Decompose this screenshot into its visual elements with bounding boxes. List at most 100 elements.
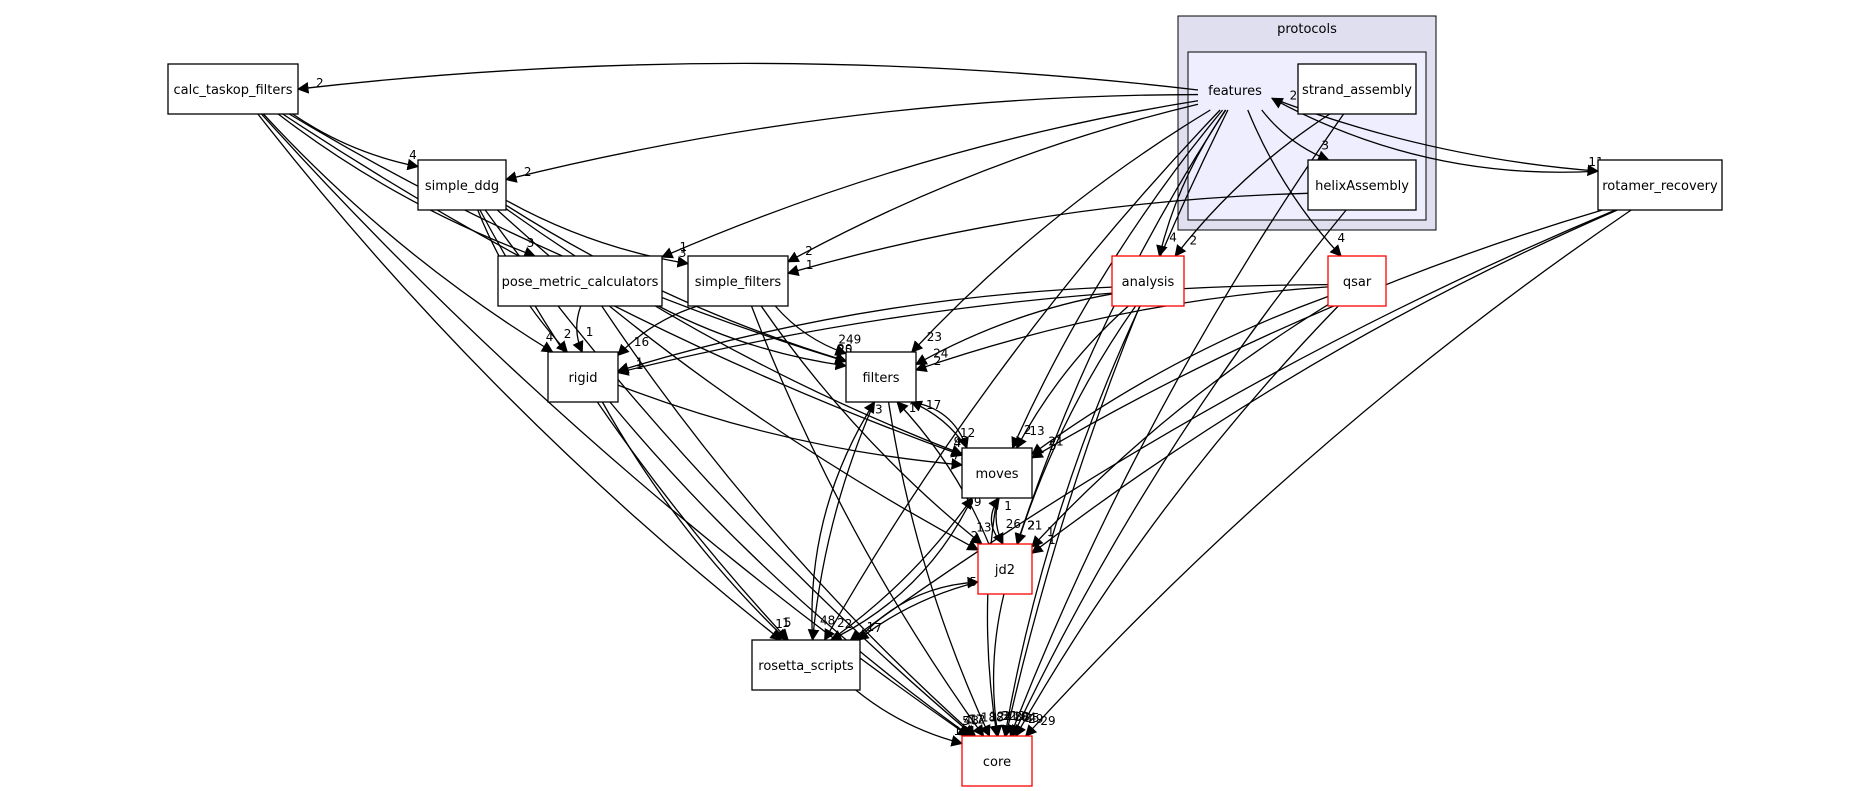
node-label-filters: filters [862,371,899,386]
node-calc_taskop_filters[interactable]: calc_taskop_filters [167,63,299,115]
edge-moves-to-core [986,497,1002,738]
node-rotamer_recovery[interactable]: rotamer_recovery [1597,159,1723,211]
edge-label-pose_metric_calculators-to-rigid: 1 [586,325,594,339]
edge-rotamer_recovery-to-features [1270,97,1599,173]
edge-label-analysis-to-moves: 13 [1029,424,1044,438]
node-analysis[interactable]: analysis [1111,255,1185,307]
edge-features-to-calc_taskop_filters [296,62,1199,94]
edge-label-rotamer_recovery-to-rosetta_scripts: 1 [867,620,875,634]
edge-simple_ddg-to-simple_filters [505,199,690,268]
edge-pose_metric_calculators-to-filters [658,305,848,371]
edge-rosetta_scripts-to-filters [811,401,876,641]
node-label-features: features [1208,84,1262,99]
edge-label-qsar-to-rigid: 1 [636,358,644,372]
edge-label-rigid-to-rosetta_scripts: 1 [782,616,790,630]
edge-label-calc_taskop_filters-to-rosetta_scripts: 1 [775,617,783,631]
edge-label-calc_taskop_filters-to-moves: 4 [953,436,961,450]
node-label-jd2: jd2 [994,563,1015,578]
node-box-moves[interactable] [961,447,1033,499]
node-box-rosetta_scripts[interactable] [751,639,861,691]
edge-features-to-helixAssembly [1261,109,1330,162]
node-strand_assembly[interactable]: strand_assembly [1297,63,1417,115]
edge-label-features-to-filters: 23 [927,330,942,344]
edge-label-calc_taskop_filters-to-rigid: 4 [546,330,554,344]
node-box-helixAssembly[interactable] [1307,159,1417,211]
edge-label-helixAssembly-to-simple_filters: 1 [806,258,814,272]
edge-label-simple_filters-to-filters: 249 [838,333,861,347]
node-jd2[interactable]: jd2 [977,543,1033,595]
node-label-moves: moves [975,467,1018,482]
node-box-strand_assembly[interactable] [1297,63,1417,115]
edge-label-pose_metric_calculators-to-core: 12 [970,712,985,726]
edge-label-simple_ddg-to-jd2: 2 [971,529,979,543]
node-filters[interactable]: filters [845,351,917,403]
edge-calc_taskop_filters-to-rigid [262,113,554,353]
edge-pose_metric_calculators-to-core [601,305,977,737]
edge-label-filters-to-core: 124 [989,710,1012,724]
node-pose_metric_calculators[interactable]: pose_metric_calculators [497,255,663,307]
edge-analysis-to-rigid [616,286,1113,374]
edge-jd2-to-core [990,593,1005,738]
edge-label-analysis-to-filters: 24 [933,347,948,361]
node-label-qsar: qsar [1343,275,1372,290]
node-label-simple_ddg: simple_ddg [425,179,499,194]
edge-features-to-filters [911,109,1211,353]
edge-features-to-simple_ddg [504,93,1199,183]
edge-label-calc_taskop_filters-to-pose_metric_calculators: 3 [527,236,535,250]
node-core[interactable]: core [961,735,1033,787]
edge-label-rotamer_recovery-to-core: 29 [1040,714,1055,728]
node-rigid[interactable]: rigid [547,351,619,403]
node-helixAssembly[interactable]: helixAssembly [1307,159,1417,211]
node-box-analysis[interactable] [1111,255,1185,307]
node-box-rotamer_recovery[interactable] [1597,159,1723,211]
node-box-calc_taskop_filters[interactable] [167,63,299,115]
edge-pose_metric_calculators-to-rigid [572,305,584,354]
edge-simple_filters-to-core [750,305,985,737]
edge-features-to-simple_filters [786,103,1199,263]
node-simple_filters[interactable]: simple_filters [687,255,789,307]
node-box-qsar[interactable] [1327,255,1387,307]
edge-calc_taskop_filters-to-rosetta_scripts [257,113,783,641]
node-box-filters[interactable] [845,351,917,403]
node-box-jd2[interactable] [977,543,1033,595]
node-features[interactable]: features [1198,70,1272,110]
edge-label-analysis-to-jd2: 2 [1028,518,1036,532]
edge-label-rosetta_scripts-to-jd2: 5 [969,575,977,589]
edge-label-simple_filters-to-core: 188 [981,711,1004,725]
edge-label-helixAssembly-to-core: 35 [1024,711,1039,725]
edge-qsar-to-jd2 [1031,304,1329,548]
node-box-core[interactable] [961,735,1033,787]
edge-label-features-to-analysis: 4 [1169,230,1177,244]
edge-strand_assembly-to-analysis [1174,113,1331,257]
node-moves[interactable]: moves [961,447,1033,499]
edge-rotamer_recovery-to-core [1024,209,1632,737]
edge-rotamer_recovery-to-rosetta_scripts [849,209,1616,641]
node-simple_ddg[interactable]: simple_ddg [417,159,507,211]
node-label-rigid: rigid [568,371,597,386]
node-qsar[interactable]: qsar [1327,255,1387,307]
edge-label-simple_ddg-to-core: 17 [968,713,983,727]
edge-label-moves-to-filters: 17 [926,398,941,412]
edge-simple_filters-to-filters [774,305,848,356]
edge-label-filters-to-moves: 12 [960,426,975,440]
node-box-rigid[interactable] [547,351,619,403]
edge-qsar-to-core [1015,305,1339,738]
edge-label-rotamer_recovery-to-features: 2 [1290,88,1298,102]
edge-label-strand_assembly-to-analysis: 2 [1190,234,1198,248]
edge-helixAssembly-to-simple_filters [786,192,1309,277]
edge-rosetta_scripts-to-core [855,689,964,747]
edge-qsar-to-rigid [616,283,1329,376]
edge-filters-to-rosetta_scripts [807,401,876,642]
edge-calc_taskop_filters-to-simple_ddg [292,113,420,171]
edge-strand_assembly-to-core [1008,113,1345,738]
edge-rotamer_recovery-to-moves [1030,209,1603,459]
node-label-calc_taskop_filters: calc_taskop_filters [174,83,293,98]
node-rosetta_scripts[interactable]: rosetta_scripts [751,639,861,691]
node-box-simple_filters[interactable] [687,255,789,307]
node-label-core: core [983,755,1011,770]
edge-features-to-rosetta_scripts [824,109,1221,642]
node-box-pose_metric_calculators[interactable] [497,255,663,307]
edge-rotamer_recovery-to-jd2 [1031,209,1618,554]
node-box-simple_ddg[interactable] [417,159,507,211]
